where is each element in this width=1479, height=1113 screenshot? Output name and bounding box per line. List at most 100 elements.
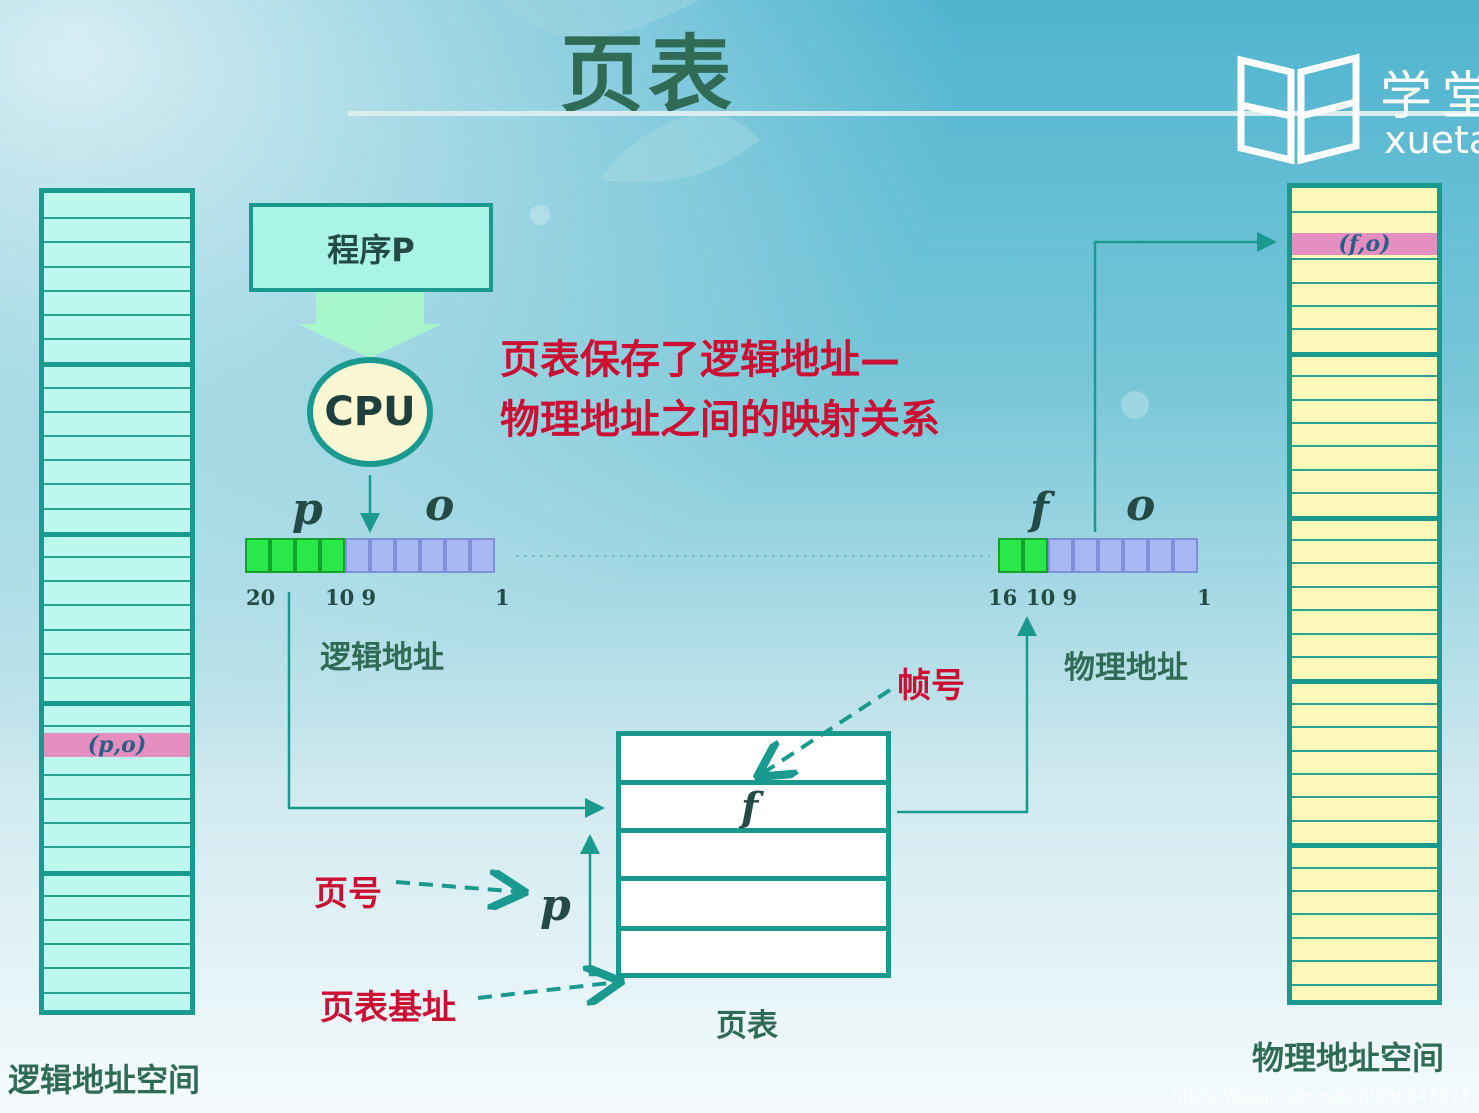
- page-table-label: 页表: [716, 1008, 778, 1044]
- page-table-divider: [621, 876, 886, 881]
- page-table: f: [616, 731, 891, 978]
- physical-f-label: f: [1030, 484, 1049, 535]
- memory-row-line: [1292, 585, 1437, 588]
- memory-row-line: [44, 556, 190, 558]
- page-table-entry-f: f: [741, 784, 759, 831]
- memory-row-line: [44, 386, 190, 389]
- memory-row-line: [1292, 983, 1437, 986]
- memory-row-line: [44, 846, 190, 849]
- caption-line-1: 页表保存了逻辑地址—: [500, 337, 900, 383]
- memory-row-line: [1292, 398, 1437, 401]
- memory-row-line: [1292, 445, 1437, 448]
- logical-bit-offset: [395, 538, 420, 573]
- physical-bit-label-high: 16: [988, 585, 1018, 610]
- memory-row-line: [1292, 375, 1437, 378]
- memory-row-line: [44, 338, 190, 341]
- title-divider: [348, 111, 1479, 116]
- memory-row-line: [1292, 539, 1437, 541]
- logical-address-space: (p,o): [39, 188, 195, 1015]
- logo-text-cn: 学堂: [1380, 67, 1479, 127]
- caption-line-2: 物理地址之间的映射关系: [500, 397, 940, 443]
- physical-bit-frame: [1048, 538, 1073, 573]
- memory-row-line: [1292, 819, 1437, 822]
- memory-row-line: [1292, 843, 1437, 849]
- memory-row-line: [1292, 913, 1437, 916]
- memory-row-line: [44, 314, 190, 316]
- watermark: https://blog.csdn.net/djl806943371: [1171, 1087, 1471, 1107]
- memory-row-line: [1292, 492, 1437, 495]
- memory-row-line: [44, 798, 190, 800]
- logical-p-label: p: [292, 484, 323, 535]
- memory-row-line: [44, 894, 190, 897]
- memory-row-line: [44, 822, 190, 825]
- memory-row-line: [1292, 726, 1437, 729]
- physical-bit-frame: [1023, 538, 1048, 573]
- logical-bit-offset: [470, 538, 495, 573]
- memory-row-line: [44, 410, 190, 413]
- memory-row-line: [44, 628, 190, 631]
- memory-row-line: [1292, 351, 1437, 357]
- memory-row-line: [44, 701, 190, 707]
- page-table-divider: [621, 780, 886, 785]
- memory-row-line: [1292, 328, 1437, 331]
- memory-row-line: [1292, 632, 1437, 635]
- physical-address-label: 物理地址: [1064, 650, 1188, 686]
- memory-row-line: [44, 265, 190, 268]
- physical-address-space: (f,o): [1287, 183, 1442, 1005]
- logical-bit-offset: [370, 538, 395, 573]
- frame-number-label: 帧号: [897, 666, 965, 706]
- memory-row-line: [1292, 936, 1437, 939]
- memory-row-line: [44, 870, 190, 876]
- memory-row-line: [44, 943, 190, 946]
- memory-row-line: [1292, 515, 1437, 521]
- page-table-divider: [621, 828, 886, 833]
- memory-row-line: [1292, 890, 1437, 892]
- memory-row-line: [44, 531, 190, 537]
- memory-row-line: [44, 725, 190, 728]
- physical-bit-offset: [1123, 538, 1148, 573]
- memory-row-line: [44, 289, 190, 292]
- physical-space-label: 物理地址空间: [1252, 1039, 1445, 1077]
- memory-row-line: [1292, 305, 1437, 307]
- page-title: 页表: [560, 26, 737, 124]
- program-to-cpu-arrow-icon: [298, 292, 442, 358]
- memory-row-line: [1292, 258, 1437, 261]
- memory-row-line: [1292, 656, 1437, 658]
- physical-bit-offset: [1173, 538, 1198, 573]
- memory-row-line: [1292, 281, 1437, 284]
- logical-bit-page: [245, 538, 270, 573]
- logical-bit-offset: [345, 538, 370, 573]
- memory-row-line: [1292, 211, 1437, 214]
- memory-row-line: [44, 241, 190, 244]
- mapping-caption: 页表保存了逻辑地址— 物理地址之间的映射关系: [500, 330, 940, 450]
- page-table-divider: [621, 926, 886, 931]
- memory-row-line: [44, 604, 190, 607]
- physical-bit-label-low: 1: [1197, 585, 1212, 610]
- memory-row-line: [1292, 468, 1437, 471]
- memory-row-line: [1292, 749, 1437, 752]
- logical-o-label: o: [425, 480, 455, 531]
- logical-address-bits: [245, 538, 495, 573]
- memory-row-line: [1292, 562, 1437, 565]
- memory-row-line: [44, 580, 190, 583]
- physical-bit-frame: [1073, 538, 1098, 573]
- program-box: 程序P: [249, 203, 493, 292]
- memory-row-line: [1292, 796, 1437, 799]
- memory-row-line: [44, 652, 190, 655]
- physical-address-bits: [998, 538, 1198, 573]
- logical-bit-label-high: 20: [246, 585, 276, 610]
- memory-row-line: [44, 967, 190, 970]
- physical-bit-label-mid: 10 9: [1026, 585, 1078, 610]
- memory-row-line: [44, 919, 190, 921]
- memory-row-line: [1292, 609, 1437, 612]
- physical-bit-frame: [998, 538, 1023, 573]
- memory-row-line: [44, 677, 190, 679]
- memory-row-line: [1292, 773, 1437, 775]
- book-logo-icon: [1237, 53, 1360, 165]
- logical-bit-page: [270, 538, 295, 573]
- physical-o-label: o: [1126, 480, 1156, 531]
- logical-space-label: 逻辑地址空间: [8, 1061, 201, 1099]
- memory-row-line: [44, 362, 190, 368]
- page-number-label: 页号: [314, 874, 382, 914]
- logical-bit-offset: [420, 538, 445, 573]
